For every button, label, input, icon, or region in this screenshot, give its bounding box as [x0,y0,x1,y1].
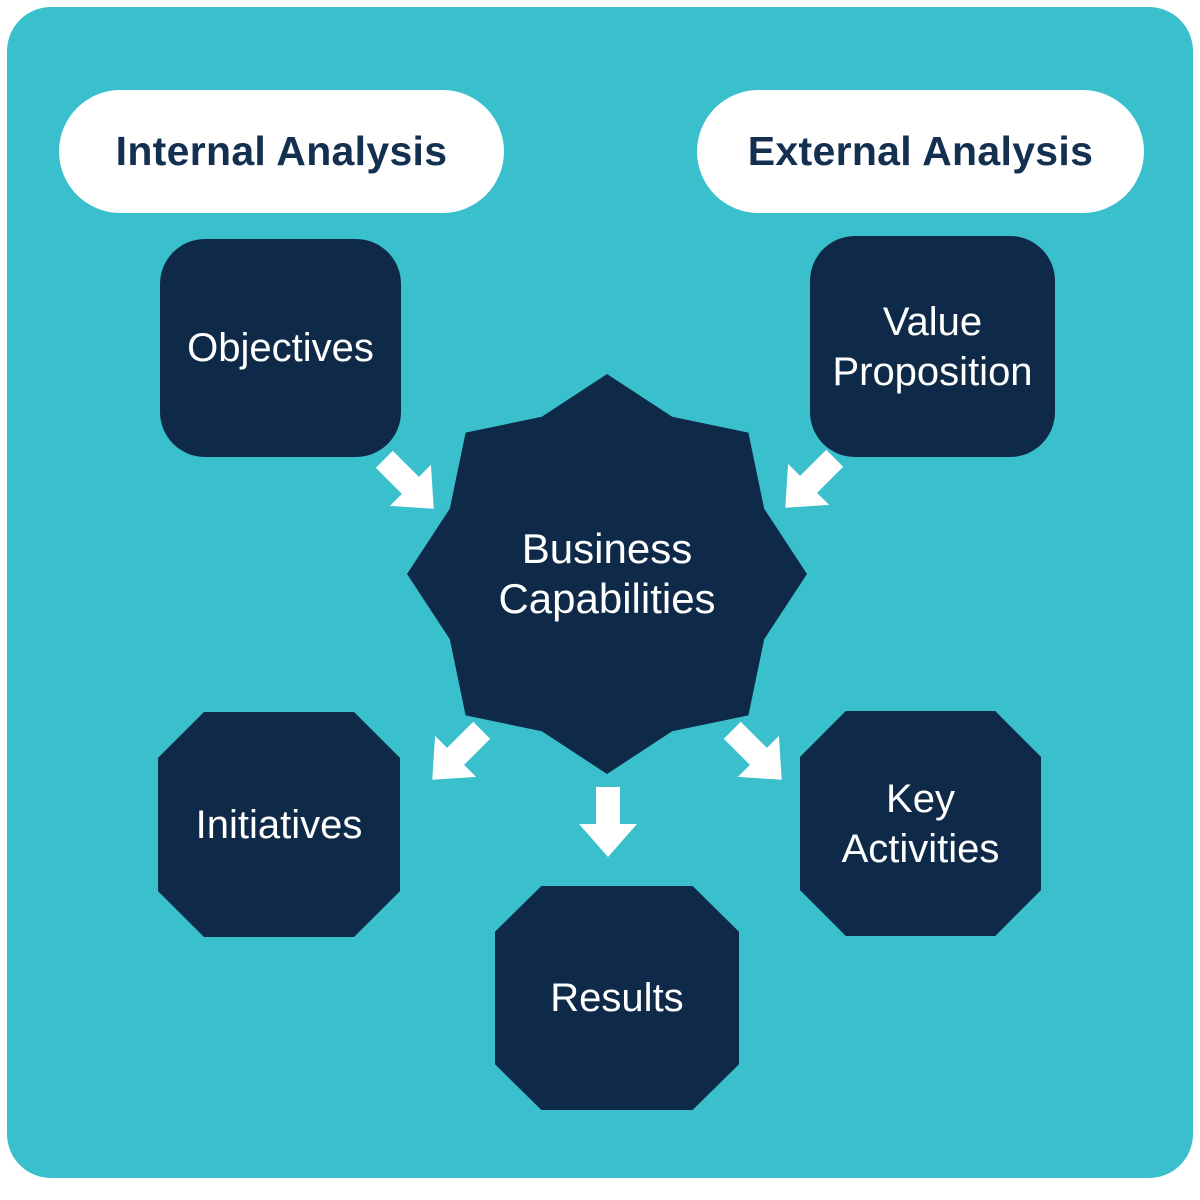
external-analysis-header: External Analysis [697,90,1144,213]
objectives-node: Objectives [160,239,401,457]
key-activities-label: Key Activities [841,776,1000,871]
diagram-board: Internal Analysis External Analysis Obje… [7,7,1193,1178]
arrow-business-capabilities-to-initiatives-icon [432,721,491,780]
arrow-objectives-to-business-capabilities-icon [375,450,434,509]
external-analysis-label: External Analysis [747,128,1094,174]
arrow-business-capabilities-to-key-activities-icon [723,721,782,780]
arrow-value-proposition-to-business-capabilities-icon [785,449,844,508]
initiatives-node: Initiatives [158,712,400,937]
results-label: Results [550,976,684,1020]
objectives-label: Objectives [187,326,374,370]
business-capabilities-node: Business Capabilities [407,374,807,774]
arrow-business-capabilities-to-results-icon [579,787,637,857]
business-capabilities-label: Business Capabilities [498,524,716,622]
internal-analysis-header: Internal Analysis [59,90,504,213]
value-proposition-node: Value Proposition [810,236,1055,457]
initiatives-label: Initiatives [195,802,363,847]
internal-analysis-label: Internal Analysis [115,128,448,174]
results-node: Results [495,886,739,1110]
key-activities-node: Key Activities [800,711,1041,936]
value-proposition-label: Value Proposition [832,299,1033,394]
